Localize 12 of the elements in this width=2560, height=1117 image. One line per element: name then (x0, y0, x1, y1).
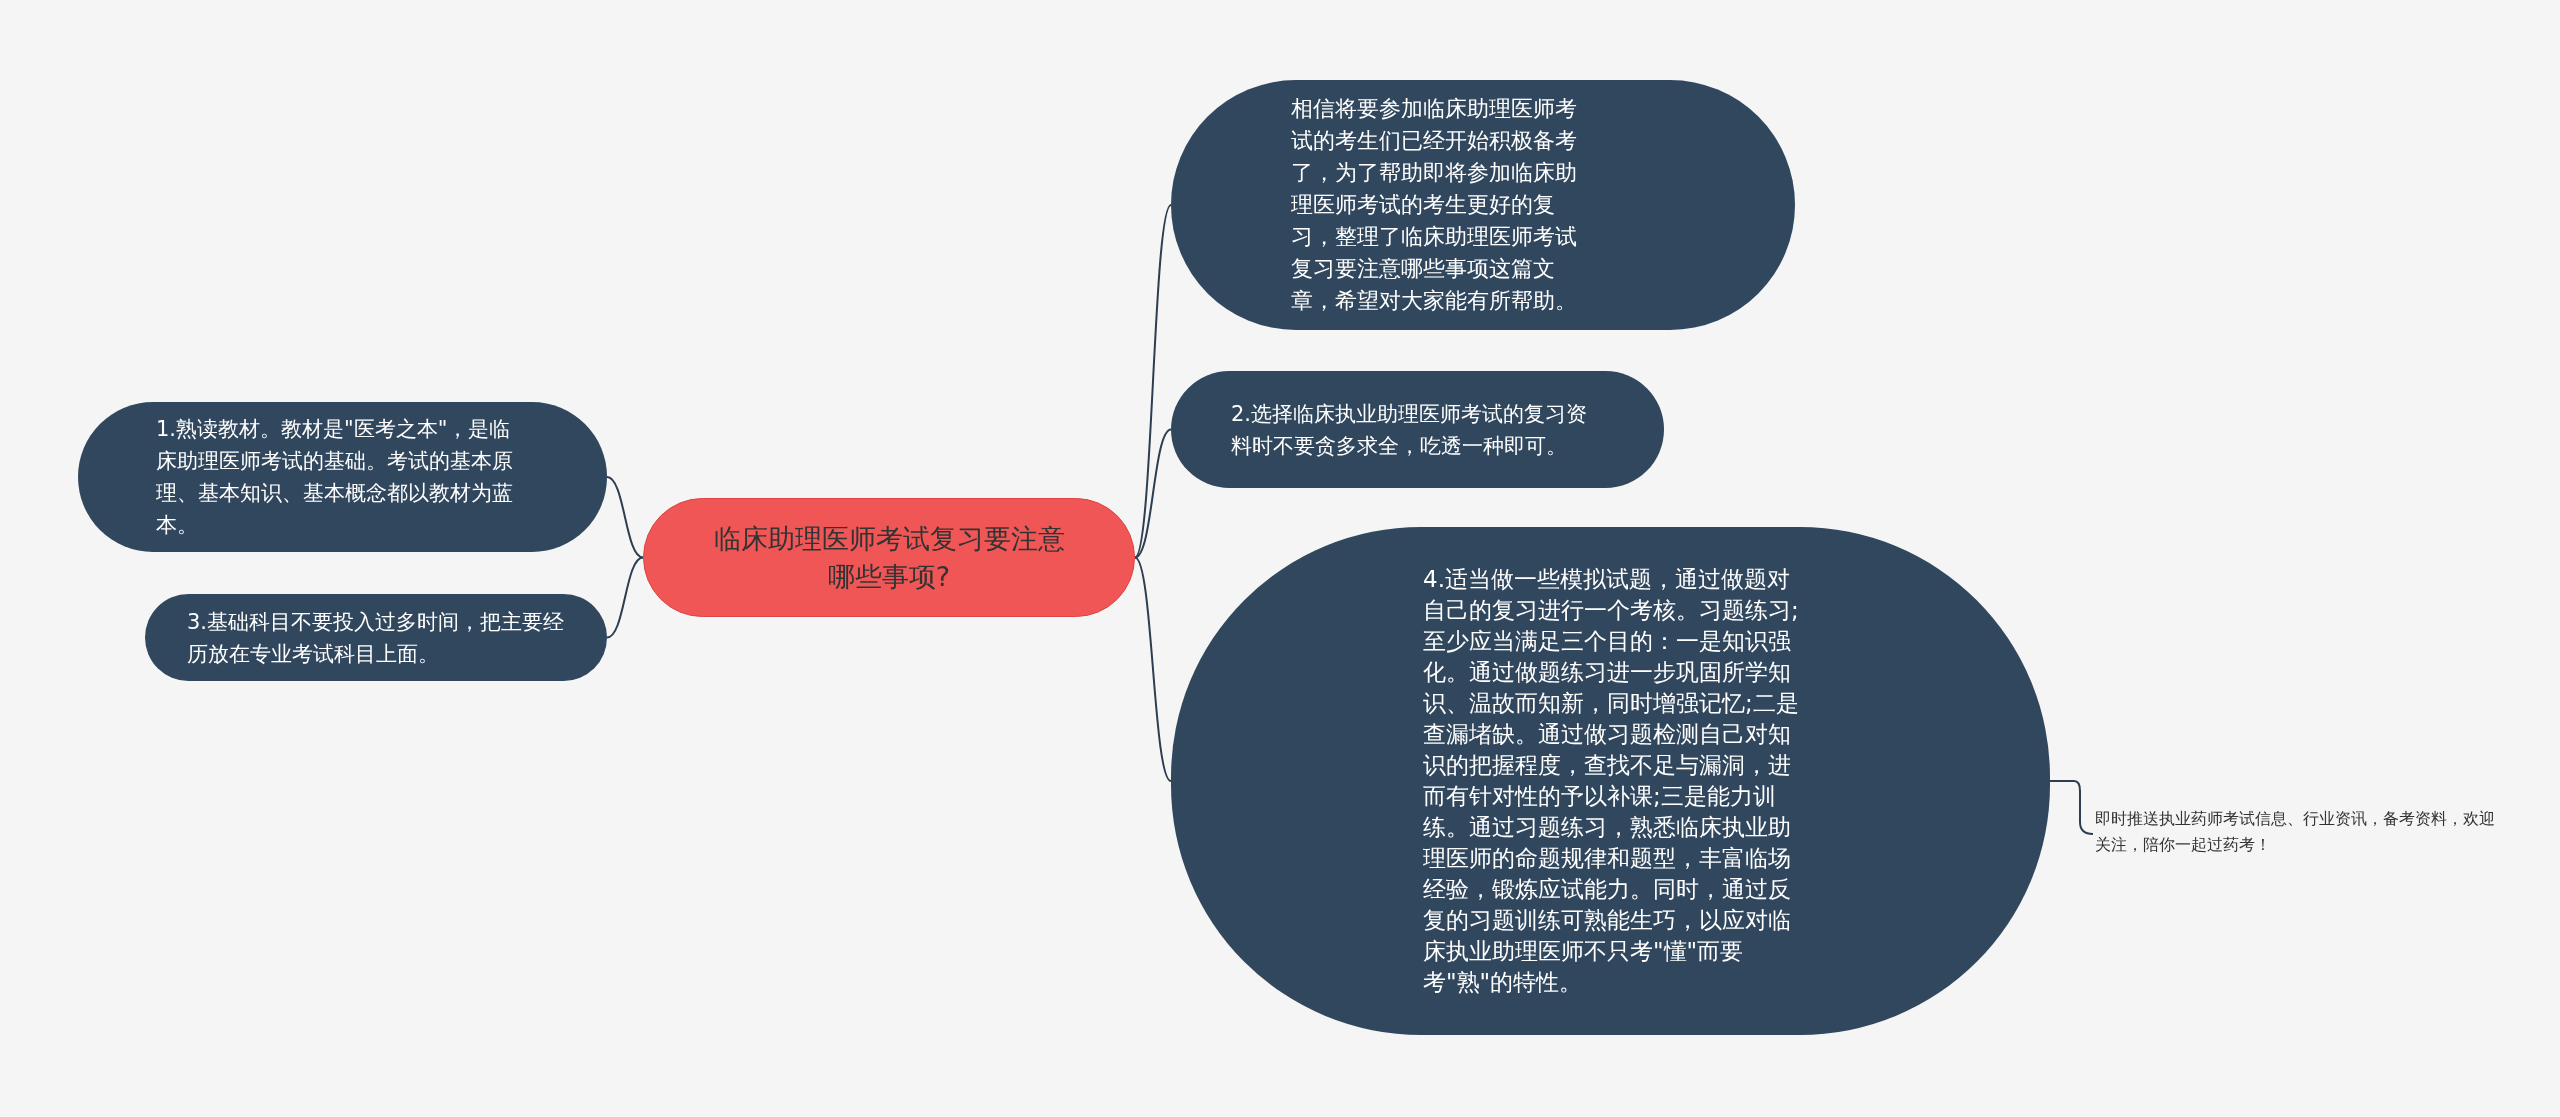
topic-text: 相信将要参加临床助理医师考试的考生们已经开始积极备考了，为了帮助即将参加临床助理医师考试的考生更好的复习，整理了临床助理医师考试复习要注意哪些事项这篇文章，希望对大家能有所帮助。 (1291, 95, 1578, 315)
connector-line (1134, 428, 1172, 559)
connector-line (1134, 204, 1172, 559)
topic-text: 2.选择临床执业助理医师考试的复习资料时不要贪多求全，吃透一种即可。 (1231, 400, 1589, 460)
topic-text: 1.熟读教材。教材是"医考之本"，是临床助理医师考试的基础。考试的基本原理、基本知识、基本概念都以教材为蓝本。 (156, 416, 514, 539)
connector-line (606, 476, 644, 559)
topic-text: 3.基础科目不要投入过多时间，把主要经历放在专业考试科目上面。 (187, 608, 566, 668)
topic-text: 临床助理医师考试复习要注意哪些事项? (712, 521, 1066, 594)
topic-text: 4.适当做一些模拟试题，通过做题对自己的复习进行一个考核。习题练习;至少应当满足三个目的：一是知识强化。通过做题练习进一步巩固所学知识、温故而知新，同时增强记忆;二是查漏堵缺。通过做习题检测自己对知识的把握程度，查找不足与漏洞，进而有针对性的予以补课;三是能力训练。通过习题练习，熟悉临床执业助理医师的命题规律和题型，丰富临场经验，锻炼应试能力。同时，通过反复的习题训练可熟能生巧，以应对临床执业助理医师不只考"懂"而要考"熟"的特性。 (1423, 565, 1800, 997)
connector-line (606, 556, 644, 639)
note-text: 即时推送执业药师考试信息、行业资讯，备考资料，欢迎关注，陪你一起过药考！ (2095, 808, 2495, 856)
connector-line (1134, 556, 1172, 782)
